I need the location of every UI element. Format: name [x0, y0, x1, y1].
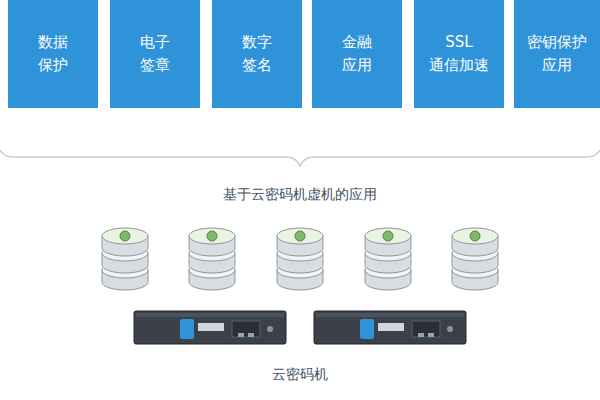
box-label: SSL 通信加速 — [429, 31, 489, 78]
box-label: 金融 应用 — [342, 31, 372, 78]
vsm-icon — [102, 228, 148, 290]
vsm-icon — [189, 228, 235, 290]
vsm-icon — [365, 228, 411, 290]
application-box: 密钥保护 应用 — [514, 0, 600, 108]
box-label: 电子 签章 — [140, 31, 170, 78]
box-label: 密钥保护 应用 — [527, 31, 587, 78]
vsm-icon — [277, 228, 323, 290]
vsm-icon — [452, 228, 498, 290]
application-box: 数字 签名 — [212, 0, 302, 108]
vsm-icons — [102, 228, 498, 290]
cipher-machine — [314, 311, 466, 344]
application-box: 数据 保护 — [8, 0, 98, 108]
caption-label: 云密码机 — [269, 366, 331, 384]
application-box: 电子 签章 — [110, 0, 200, 108]
box-label: 数据 保护 — [38, 31, 68, 78]
application-box: SSL 通信加速 — [414, 0, 504, 108]
application-box: 金融 应用 — [312, 0, 402, 108]
cipher-machine — [134, 311, 286, 344]
box-label: 数字 签名 — [242, 31, 272, 78]
caption-label: 基于云密码机虚机的应用 — [220, 186, 380, 204]
brace — [0, 150, 600, 166]
